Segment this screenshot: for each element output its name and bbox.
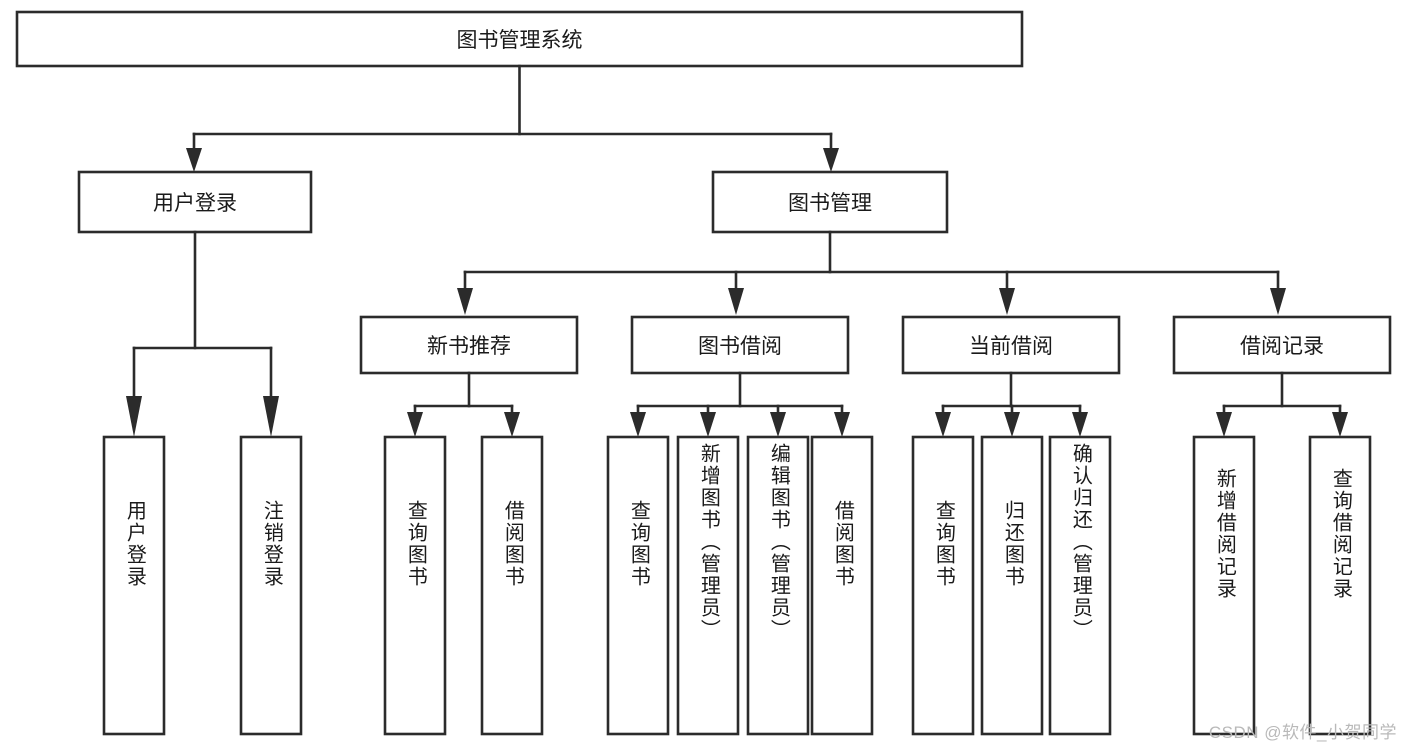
arrow-head-book-manage bbox=[823, 148, 839, 172]
arrow-head-leaf-user-login bbox=[126, 396, 142, 437]
node-root[interactable] bbox=[15, 10, 1024, 68]
node-leaf-add-book[interactable] bbox=[676, 435, 740, 736]
node-leaf-confirm-return[interactable] bbox=[1048, 435, 1112, 736]
node-leaf-user-logout[interactable] bbox=[239, 435, 303, 736]
node-leaf-query-record[interactable] bbox=[1308, 435, 1372, 736]
arrow-head-borrow-record bbox=[1270, 288, 1286, 315]
arrow-head-book-borrow bbox=[728, 288, 744, 315]
node-current-borrow[interactable] bbox=[901, 315, 1121, 375]
arrow-head-leaf-return-book bbox=[1004, 412, 1020, 437]
node-leaf-borrow-book-1[interactable] bbox=[480, 435, 544, 736]
node-leaf-add-record[interactable] bbox=[1192, 435, 1256, 736]
arrow-head-leaf-edit-book bbox=[770, 412, 786, 437]
arrow-head-leaf-borrow-book-2 bbox=[834, 412, 850, 437]
arrow-head-leaf-borrow-book-1 bbox=[504, 412, 520, 437]
node-leaf-query-book-2[interactable] bbox=[606, 435, 670, 736]
arrow-head-new-book-rec bbox=[457, 288, 473, 315]
arrow-head-leaf-query-book-3 bbox=[935, 412, 951, 437]
node-leaf-borrow-book-2[interactable] bbox=[810, 435, 874, 736]
node-new-book-rec[interactable] bbox=[359, 315, 579, 375]
arrow-head-leaf-add-book bbox=[700, 412, 716, 437]
arrow-head-leaf-query-book-1 bbox=[407, 412, 423, 437]
node-leaf-edit-book[interactable] bbox=[746, 435, 810, 736]
node-user-login[interactable] bbox=[77, 170, 313, 234]
node-leaf-query-book-3[interactable] bbox=[911, 435, 975, 736]
arrow-head-user-login bbox=[186, 148, 202, 172]
arrow-head-leaf-confirm-return bbox=[1072, 412, 1088, 437]
arrow-head-leaf-user-logout bbox=[263, 396, 279, 437]
arrow-head-current-borrow bbox=[999, 288, 1015, 315]
node-leaf-return-book[interactable] bbox=[980, 435, 1044, 736]
arrow-head-leaf-query-book-2 bbox=[630, 412, 646, 437]
node-leaf-query-book-1[interactable] bbox=[383, 435, 447, 736]
arrow-head-leaf-add-record bbox=[1216, 412, 1232, 437]
node-book-manage[interactable] bbox=[711, 170, 949, 234]
node-borrow-record[interactable] bbox=[1172, 315, 1392, 375]
node-book-borrow[interactable] bbox=[630, 315, 850, 375]
arrow-head-leaf-query-record bbox=[1332, 412, 1348, 437]
node-leaf-user-login[interactable] bbox=[102, 435, 166, 736]
